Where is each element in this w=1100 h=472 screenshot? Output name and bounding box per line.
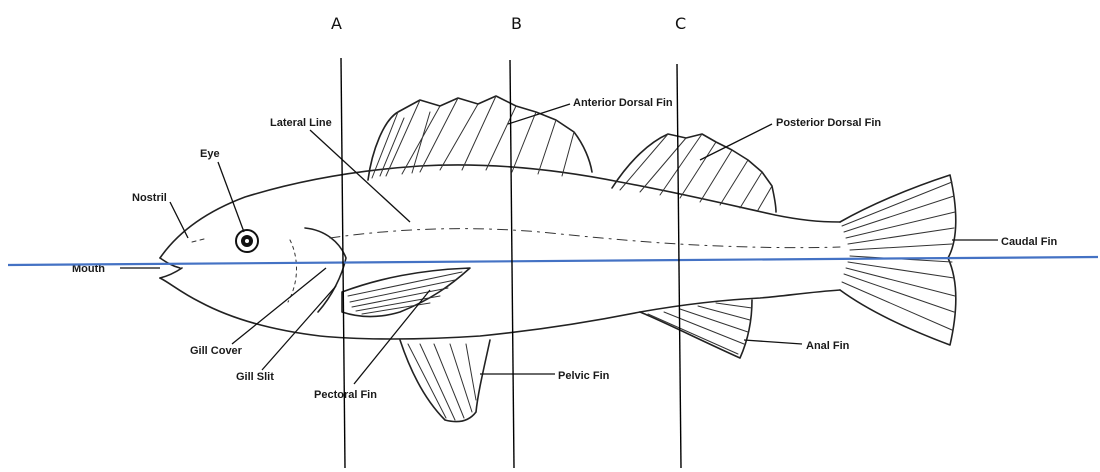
- label-caudal-fin: Caudal Fin: [1001, 236, 1058, 248]
- label-pelvic-fin: Pelvic Fin: [558, 370, 610, 382]
- section-lines: A B C: [8, 14, 1098, 468]
- fish-body-outline: [160, 165, 840, 339]
- mouth-shape: [160, 258, 182, 278]
- section-label-c: C: [675, 14, 686, 33]
- label-anterior-dorsal-fin: Anterior Dorsal Fin: [573, 97, 673, 109]
- gill-cover-shape: [305, 228, 346, 312]
- pelvic-fin-shape: [400, 340, 490, 422]
- lateral-line-shape: [330, 229, 840, 248]
- label-gill-slit: Gill Slit: [236, 371, 274, 383]
- label-anal-fin: Anal Fin: [806, 340, 850, 352]
- section-label-b: B: [511, 14, 522, 33]
- label-lateral-line: Lateral Line: [270, 117, 332, 129]
- label-eye: Eye: [200, 148, 220, 160]
- pectoral-fin-shape: [342, 268, 470, 317]
- vertical-line-c: [677, 64, 681, 468]
- caudal-fin-shape: [840, 175, 956, 345]
- vertical-line-b: [510, 60, 514, 468]
- label-pectoral-fin: Pectoral Fin: [314, 389, 377, 401]
- posterior-dorsal-fin-shape: [612, 134, 776, 212]
- label-gill-cover: Gill Cover: [190, 345, 243, 357]
- nostril-shape: [192, 239, 204, 242]
- section-label-a: A: [331, 14, 342, 33]
- label-nostril: Nostril: [132, 192, 167, 204]
- part-labels: Anterior Dorsal Fin Lateral Line Posteri…: [72, 97, 1058, 401]
- label-posterior-dorsal-fin: Posterior Dorsal Fin: [776, 117, 881, 129]
